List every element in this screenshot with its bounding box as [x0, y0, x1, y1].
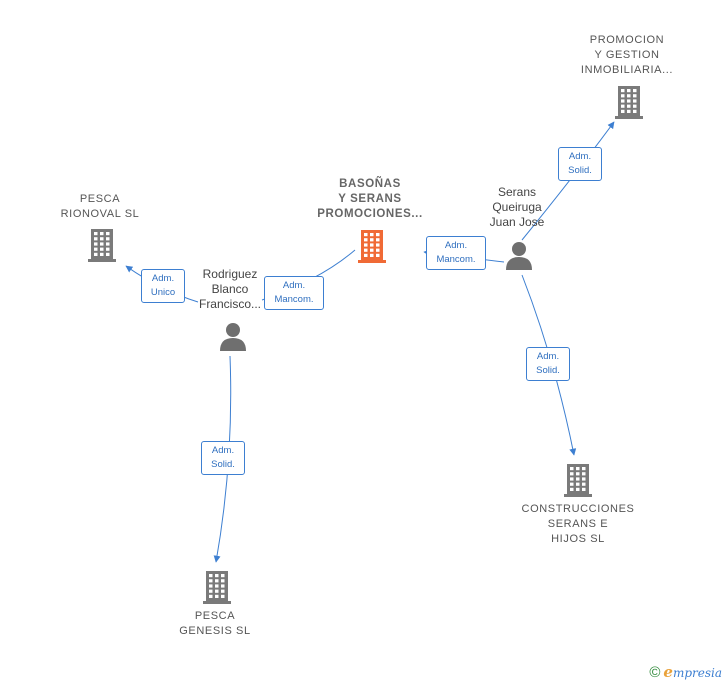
company-name-construcciones[interactable]: CONSTRUCCIONES SERANS E HIJOS SL: [521, 503, 635, 545]
edge-label-rodriguez-rionoval[interactable]: Adm. Unico: [141, 269, 185, 303]
person-name-rodriguez[interactable]: Rodriguez Blanco Francisco...: [198, 267, 261, 311]
building-icon[interactable]: [613, 84, 645, 120]
edge-label-serans-construcciones[interactable]: Adm. Solid.: [526, 347, 570, 381]
person-icon[interactable]: [504, 240, 534, 270]
brand-rest: mpresia: [672, 666, 722, 680]
edge-label-rodriguez-basonas[interactable]: Adm. Mancom.: [264, 276, 324, 310]
edge-label-rodriguez-genesis[interactable]: Adm. Solid.: [201, 441, 245, 475]
brand-initial: e: [663, 663, 673, 681]
building-icon[interactable]: [201, 569, 233, 605]
person-name-serans[interactable]: Serans Queiruga Juan Jose: [489, 185, 545, 229]
company-name-pesca-genesis[interactable]: PESCA GENESIS SL: [179, 610, 251, 637]
person-icon[interactable]: [218, 321, 248, 351]
building-icon[interactable]: [356, 228, 388, 264]
edge-label-serans-promocion[interactable]: Adm. Solid.: [558, 147, 602, 181]
building-icon[interactable]: [86, 227, 118, 263]
brand-logo: empresia: [663, 663, 722, 681]
edge-label-serans-basonas[interactable]: Adm. Mancom.: [426, 236, 486, 270]
footer-branding: ©empresia: [649, 663, 722, 681]
copyright-symbol: ©: [649, 664, 661, 681]
building-icon[interactable]: [562, 462, 594, 498]
company-name-basonas[interactable]: BASOÑAS Y SERANS PROMOCIONES...: [317, 178, 423, 220]
company-name-pesca-rionoval[interactable]: PESCA RIONOVAL SL: [60, 193, 140, 220]
company-name-promocion-gestion[interactable]: PROMOCION Y GESTION INMOBILIARIA...: [580, 34, 674, 76]
